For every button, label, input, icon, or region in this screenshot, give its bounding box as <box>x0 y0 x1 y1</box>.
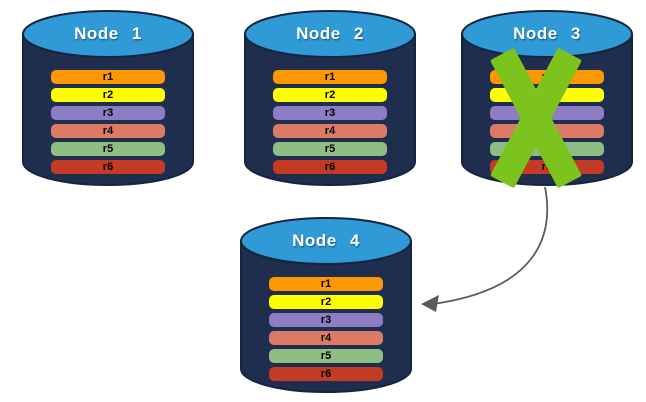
replica-row-r1: r1 <box>490 70 604 84</box>
replica-row-r3: r3 <box>51 106 165 120</box>
database-node-node-3: Node 3 r1 r2 r3 r4 r5 r6 <box>459 8 635 188</box>
replica-row-r2: r2 <box>51 88 165 102</box>
replica-row-label: r1 <box>102 70 114 83</box>
cylinder-top-shape <box>240 217 412 265</box>
replica-row-label: r5 <box>320 349 332 362</box>
replica-row-r2: r2 <box>269 295 383 309</box>
replica-row-r3: r3 <box>273 106 387 120</box>
replica-row-label: r6 <box>541 160 553 173</box>
row-list: r1 r2 r3 r4 r5 r6 <box>273 70 387 174</box>
replica-row-label: r1 <box>320 277 332 290</box>
cylinder-top-shape <box>244 10 416 58</box>
replica-row-label: r2 <box>541 88 553 101</box>
replica-row-r5: r5 <box>490 142 604 156</box>
node-label: Node 2 <box>296 24 364 43</box>
replica-row-label: r6 <box>320 367 332 380</box>
replica-row-r3: r3 <box>269 313 383 327</box>
node-label: Node 3 <box>513 24 581 43</box>
database-node-node-2: Node 2 r1 r2 r3 r4 r5 r6 <box>242 8 418 188</box>
row-list: r1 r2 r3 r4 r5 r6 <box>269 277 383 381</box>
replica-row-label: r3 <box>324 106 336 119</box>
replica-row-r3: r3 <box>490 106 604 120</box>
replica-row-label: r6 <box>324 160 336 173</box>
replica-row-r6: r6 <box>269 367 383 381</box>
replica-row-r5: r5 <box>51 142 165 156</box>
replica-row-label: r4 <box>102 124 114 137</box>
node-label: Node 4 <box>292 231 360 250</box>
replica-row-label: r5 <box>102 142 114 155</box>
replica-row-r4: r4 <box>269 331 383 345</box>
replica-row-r1: r1 <box>273 70 387 84</box>
cylinder-top-shape <box>22 10 194 58</box>
replica-row-label: r3 <box>102 106 114 119</box>
replica-row-label: r5 <box>324 142 336 155</box>
replica-row-r6: r6 <box>273 160 387 174</box>
replica-row-r4: r4 <box>51 124 165 138</box>
failover-arrow <box>432 186 549 305</box>
database-node-node-4: Node 4 r1 r2 r3 r4 r5 r6 <box>238 215 414 395</box>
row-list: r1 r2 r3 r4 r5 r6 <box>490 70 604 174</box>
replica-row-label: r1 <box>541 70 553 83</box>
database-node-node-1: Node 1 r1 r2 r3 r4 r5 r6 <box>20 8 196 188</box>
replica-row-r5: r5 <box>269 349 383 363</box>
replica-row-label: r2 <box>102 88 114 101</box>
replica-row-r6: r6 <box>490 160 604 174</box>
replica-row-r1: r1 <box>51 70 165 84</box>
node-label: Node 1 <box>74 24 142 43</box>
replica-row-r2: r2 <box>490 88 604 102</box>
replica-row-label: r5 <box>541 142 553 155</box>
replica-row-label: r4 <box>320 331 332 344</box>
replica-row-label: r2 <box>320 295 332 308</box>
failover-arrowhead-icon <box>421 295 439 312</box>
replica-row-r6: r6 <box>51 160 165 174</box>
replica-row-r4: r4 <box>273 124 387 138</box>
replica-row-r5: r5 <box>273 142 387 156</box>
replica-row-r1: r1 <box>269 277 383 291</box>
replica-row-label: r4 <box>324 124 336 137</box>
replica-row-r2: r2 <box>273 88 387 102</box>
replica-row-label: r2 <box>324 88 336 101</box>
replica-row-label: r4 <box>541 124 553 137</box>
replica-row-label: r3 <box>320 313 332 326</box>
row-list: r1 r2 r3 r4 r5 r6 <box>51 70 165 174</box>
replica-row-label: r3 <box>541 106 553 119</box>
replica-row-label: r1 <box>324 70 336 83</box>
replica-row-label: r6 <box>102 160 114 173</box>
replica-row-r4: r4 <box>490 124 604 138</box>
